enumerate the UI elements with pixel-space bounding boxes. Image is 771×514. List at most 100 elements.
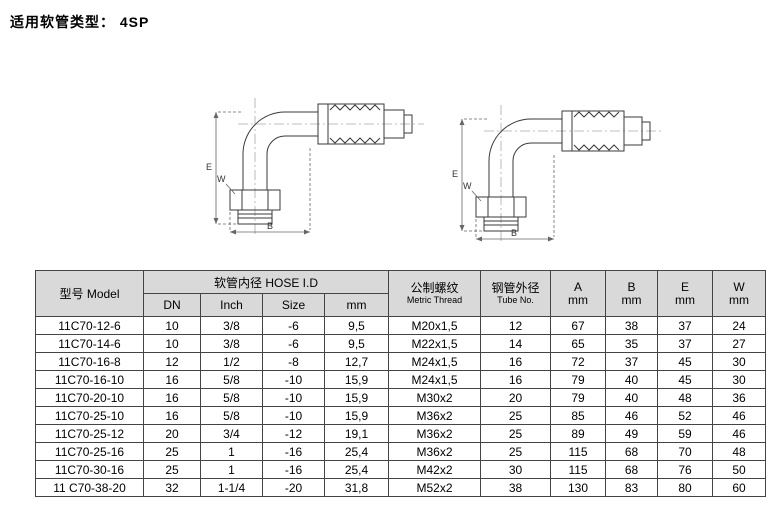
value-cell: 83 xyxy=(605,478,659,497)
value-cell: 45 xyxy=(657,352,714,371)
value-cell: 115 xyxy=(550,442,607,461)
value-cell: 130 xyxy=(550,478,607,497)
value-cell: 16 xyxy=(143,370,201,389)
value-cell: 25 xyxy=(143,460,201,479)
value-cell: 25 xyxy=(480,424,552,443)
value-cell: 52 xyxy=(657,406,714,425)
value-cell: M36x2 xyxy=(388,406,482,425)
elbow-fitting-drawing-2: E W B xyxy=(452,105,664,242)
value-cell: -8 xyxy=(262,352,325,371)
col-header-hose-id: 软管内径 HOSE I.D xyxy=(142,270,390,294)
value-cell: 46 xyxy=(712,424,767,443)
value-cell: 85 xyxy=(550,406,607,425)
value-cell: 16 xyxy=(143,388,201,407)
value-cell: 79 xyxy=(550,388,607,407)
model-cell: 11C70-16-8 xyxy=(35,352,144,371)
value-cell: 48 xyxy=(712,442,767,461)
value-cell: 9,5 xyxy=(323,316,390,335)
value-cell: 68 xyxy=(605,442,659,461)
value-cell: 25,4 xyxy=(323,442,390,461)
thread-end xyxy=(237,209,273,225)
col-header-tube: 钢管外径 Tube No. xyxy=(480,270,552,317)
value-cell: -16 xyxy=(262,460,325,479)
value-cell: 30 xyxy=(712,352,767,371)
value-cell: -16 xyxy=(262,442,325,461)
value-cell: 65 xyxy=(550,334,607,353)
elbow-fitting-drawing-1: E W B xyxy=(206,98,424,235)
col-header-a: A mm xyxy=(550,270,607,317)
value-cell: M52x2 xyxy=(388,478,482,497)
model-cell: 11C70-14-6 xyxy=(35,334,144,353)
value-cell: 60 xyxy=(712,478,767,497)
thread-end xyxy=(483,216,519,232)
value-cell: 38 xyxy=(605,316,659,335)
col-header-dn: DN xyxy=(143,293,201,317)
value-cell: 16 xyxy=(480,352,552,371)
value-cell: 19,1 xyxy=(323,424,390,443)
value-cell: 3/8 xyxy=(200,316,263,335)
serration-top xyxy=(573,111,620,118)
technical-drawings: E W B xyxy=(198,52,667,244)
value-cell: 45 xyxy=(657,370,714,389)
value-cell: 30 xyxy=(712,370,767,389)
value-cell: 48 xyxy=(657,388,714,407)
value-cell: 20 xyxy=(480,388,552,407)
value-cell: 3/4 xyxy=(200,424,263,443)
value-cell: -6 xyxy=(262,316,325,335)
value-cell: 10 xyxy=(143,316,201,335)
dim-label-b: B xyxy=(511,228,517,238)
value-cell: 5/8 xyxy=(200,388,263,407)
value-cell: 30 xyxy=(480,460,552,479)
value-cell: 25 xyxy=(480,442,552,461)
value-cell: 72 xyxy=(550,352,607,371)
value-cell: 31,8 xyxy=(323,478,390,497)
model-cell: 11C70-25-10 xyxy=(35,406,144,425)
col-header-model: 型号 Model xyxy=(35,270,144,317)
value-cell: 15,9 xyxy=(323,370,390,389)
value-cell: 37 xyxy=(605,352,659,371)
value-cell: 20 xyxy=(143,424,201,443)
value-cell: 37 xyxy=(657,334,714,353)
value-cell: M36x2 xyxy=(388,424,482,443)
leader-w xyxy=(471,190,482,202)
col-header-mm: mm xyxy=(323,293,390,317)
value-cell: 46 xyxy=(712,406,767,425)
value-cell: -12 xyxy=(262,424,325,443)
value-cell: 16 xyxy=(480,370,552,389)
value-cell: 16 xyxy=(143,406,201,425)
value-cell: 79 xyxy=(550,370,607,389)
col-header-size: Size xyxy=(262,293,325,317)
model-cell: 11C70-20-10 xyxy=(35,388,144,407)
col-header-w: W mm xyxy=(712,270,767,317)
model-cell: 11C70-16-10 xyxy=(35,370,144,389)
value-cell: 27 xyxy=(712,334,767,353)
value-cell: 24 xyxy=(712,316,767,335)
tube-inner-edge xyxy=(512,142,562,197)
value-cell: 40 xyxy=(605,370,659,389)
value-cell: 12 xyxy=(480,316,552,335)
value-cell: 25 xyxy=(480,406,552,425)
dim-label-e: E xyxy=(452,169,458,179)
col-header-inch: Inch xyxy=(200,293,263,317)
value-cell: 14 xyxy=(480,334,552,353)
value-cell: 15,9 xyxy=(323,406,390,425)
model-cell: 11C70-12-6 xyxy=(35,316,144,335)
value-cell: 5/8 xyxy=(200,406,263,425)
dim-label-w: W xyxy=(217,174,226,184)
model-cell: 11C70-30-16 xyxy=(35,460,144,479)
value-cell: -20 xyxy=(262,478,325,497)
value-cell: 25,4 xyxy=(323,460,390,479)
value-cell: 25 xyxy=(143,442,201,461)
value-cell: M22x1,5 xyxy=(388,334,482,353)
col-header-b: B mm xyxy=(605,270,659,317)
spec-table: 型号 Model 软管内径 HOSE I.D 公制螺纹 Metric Threa… xyxy=(35,270,767,497)
value-cell: 10 xyxy=(143,334,201,353)
metric-thread-cn: 公制螺纹 xyxy=(410,281,459,295)
value-cell: -10 xyxy=(262,370,325,389)
